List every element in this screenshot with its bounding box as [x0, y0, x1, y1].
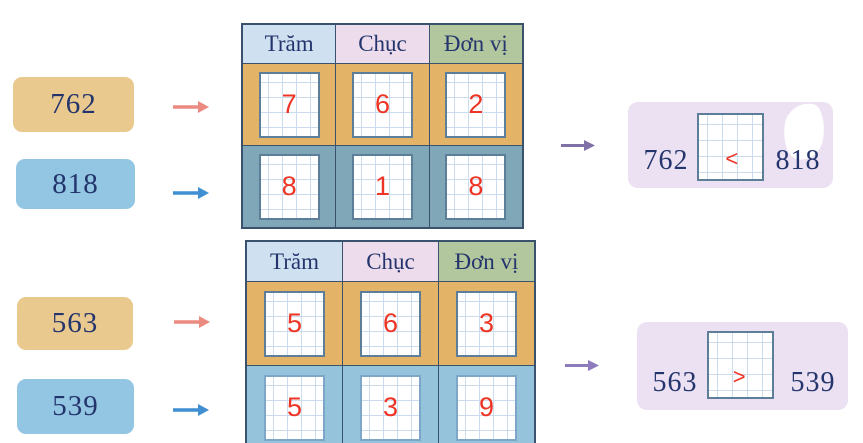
digit-cell: 6 — [343, 282, 438, 365]
digit-cell: 2 — [429, 64, 522, 145]
left-number: 762 — [643, 145, 689, 176]
digit-value: 2 — [468, 89, 484, 119]
number-card-label: 539 — [52, 390, 99, 422]
digit-value: 3 — [478, 308, 495, 338]
comparison-answer-box[interactable]: < — [697, 113, 764, 181]
digit-square: 5 — [264, 290, 325, 357]
digit-square: 2 — [445, 71, 507, 138]
table-header-units: Đơn vị — [439, 242, 534, 281]
digit-value: 1 — [374, 171, 390, 201]
comparison-symbol: > — [732, 363, 746, 389]
digit-square: 5 — [264, 374, 325, 441]
left-number: 563 — [652, 367, 698, 398]
number-card-818: 818 — [16, 159, 135, 209]
right-arrow-icon — [173, 314, 211, 330]
digit-square: 7 — [258, 71, 320, 138]
digit-value: 7 — [281, 89, 297, 119]
number-card-762: 762 — [13, 77, 134, 132]
right-arrow-icon — [172, 99, 210, 115]
digit-value: 6 — [382, 308, 399, 338]
digit-cell: 8 — [243, 146, 336, 227]
digit-square: 6 — [360, 290, 421, 357]
right-number: 539 — [790, 367, 836, 398]
table-header-tens: Chục — [343, 242, 438, 281]
table-header-tens: Chục — [336, 25, 429, 63]
comparison-result-box: 563 > 539 — [637, 322, 848, 410]
digit-value: 8 — [468, 171, 484, 201]
digit-cell: 5 — [247, 282, 342, 365]
digit-cell: 8 — [429, 146, 522, 227]
digit-value: 5 — [286, 308, 303, 338]
number-card-label: 563 — [51, 307, 99, 339]
number-card-label: 818 — [52, 167, 99, 200]
number-card-563: 563 — [17, 297, 133, 350]
digit-value: 9 — [478, 392, 495, 422]
digit-cell: 3 — [343, 366, 438, 443]
comparison-result-box: 762 < 818 — [628, 100, 833, 188]
digit-value: 3 — [382, 392, 399, 422]
comparison-answer-box[interactable]: > — [707, 331, 774, 399]
digit-square: 8 — [258, 153, 320, 220]
digit-square: 8 — [445, 153, 507, 220]
right-arrow-icon — [564, 358, 600, 373]
digit-cell: 5 — [247, 366, 342, 443]
digit-cell: 7 — [243, 64, 336, 145]
digit-cell: 3 — [439, 282, 534, 365]
digit-cell: 6 — [336, 64, 429, 145]
digit-square: 6 — [351, 71, 413, 138]
right-arrow-icon — [560, 138, 596, 153]
table-header-units: Đơn vị — [429, 25, 522, 63]
digit-square: 3 — [360, 374, 421, 441]
right-arrow-icon — [172, 185, 210, 201]
table-header-hundreds: Trăm — [247, 242, 342, 281]
number-card-label: 762 — [50, 88, 97, 120]
place-value-table: Trăm Chục Đơn vị 5 6 3 5 — [245, 240, 536, 443]
digit-value: 5 — [286, 392, 303, 422]
comparison-symbol: < — [725, 145, 739, 171]
place-value-table: Trăm Chục Đơn vị 7 6 2 8 — [241, 23, 524, 229]
digit-value: 6 — [374, 89, 390, 119]
digit-value: 8 — [281, 171, 297, 201]
right-arrow-icon — [172, 402, 210, 418]
table-header-hundreds: Trăm — [243, 25, 336, 63]
digit-square: 9 — [456, 374, 517, 441]
number-card-539: 539 — [17, 379, 134, 434]
digit-square: 1 — [351, 153, 413, 220]
digit-cell: 9 — [439, 366, 534, 443]
right-number: 818 — [775, 145, 821, 176]
digit-square: 3 — [456, 290, 517, 357]
digit-cell: 1 — [336, 146, 429, 227]
